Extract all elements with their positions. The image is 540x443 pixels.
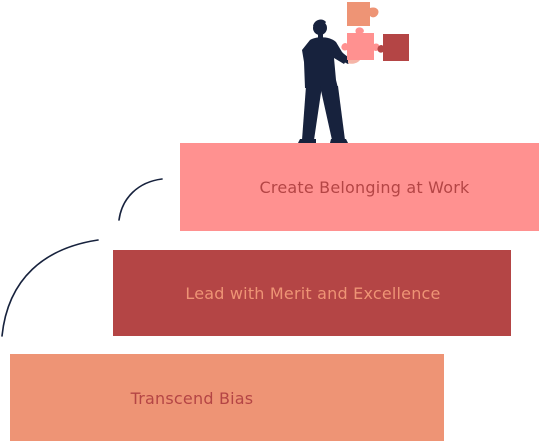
puzzle-piece-orange-icon (347, 2, 379, 26)
puzzle-piece-red-icon (377, 34, 409, 61)
step-label-lead-with-merit: Lead with Merit and Excellence (185, 283, 441, 303)
step-create-belonging: Create Belonging at Work (180, 143, 539, 231)
step-lead-with-merit: Lead with Merit and Excellence (113, 250, 511, 336)
connector-arc-lower (1, 239, 99, 337)
connector-arc-upper (118, 178, 163, 221)
person-holding-puzzle-icon (298, 19, 360, 143)
step-label-transcend-bias: Transcend Bias (130, 389, 254, 408)
step-label-create-belonging: Create Belonging at Work (259, 177, 470, 197)
puzzle-piece-pink-icon (341, 27, 380, 60)
step-transcend-bias: Transcend Bias (10, 354, 444, 441)
